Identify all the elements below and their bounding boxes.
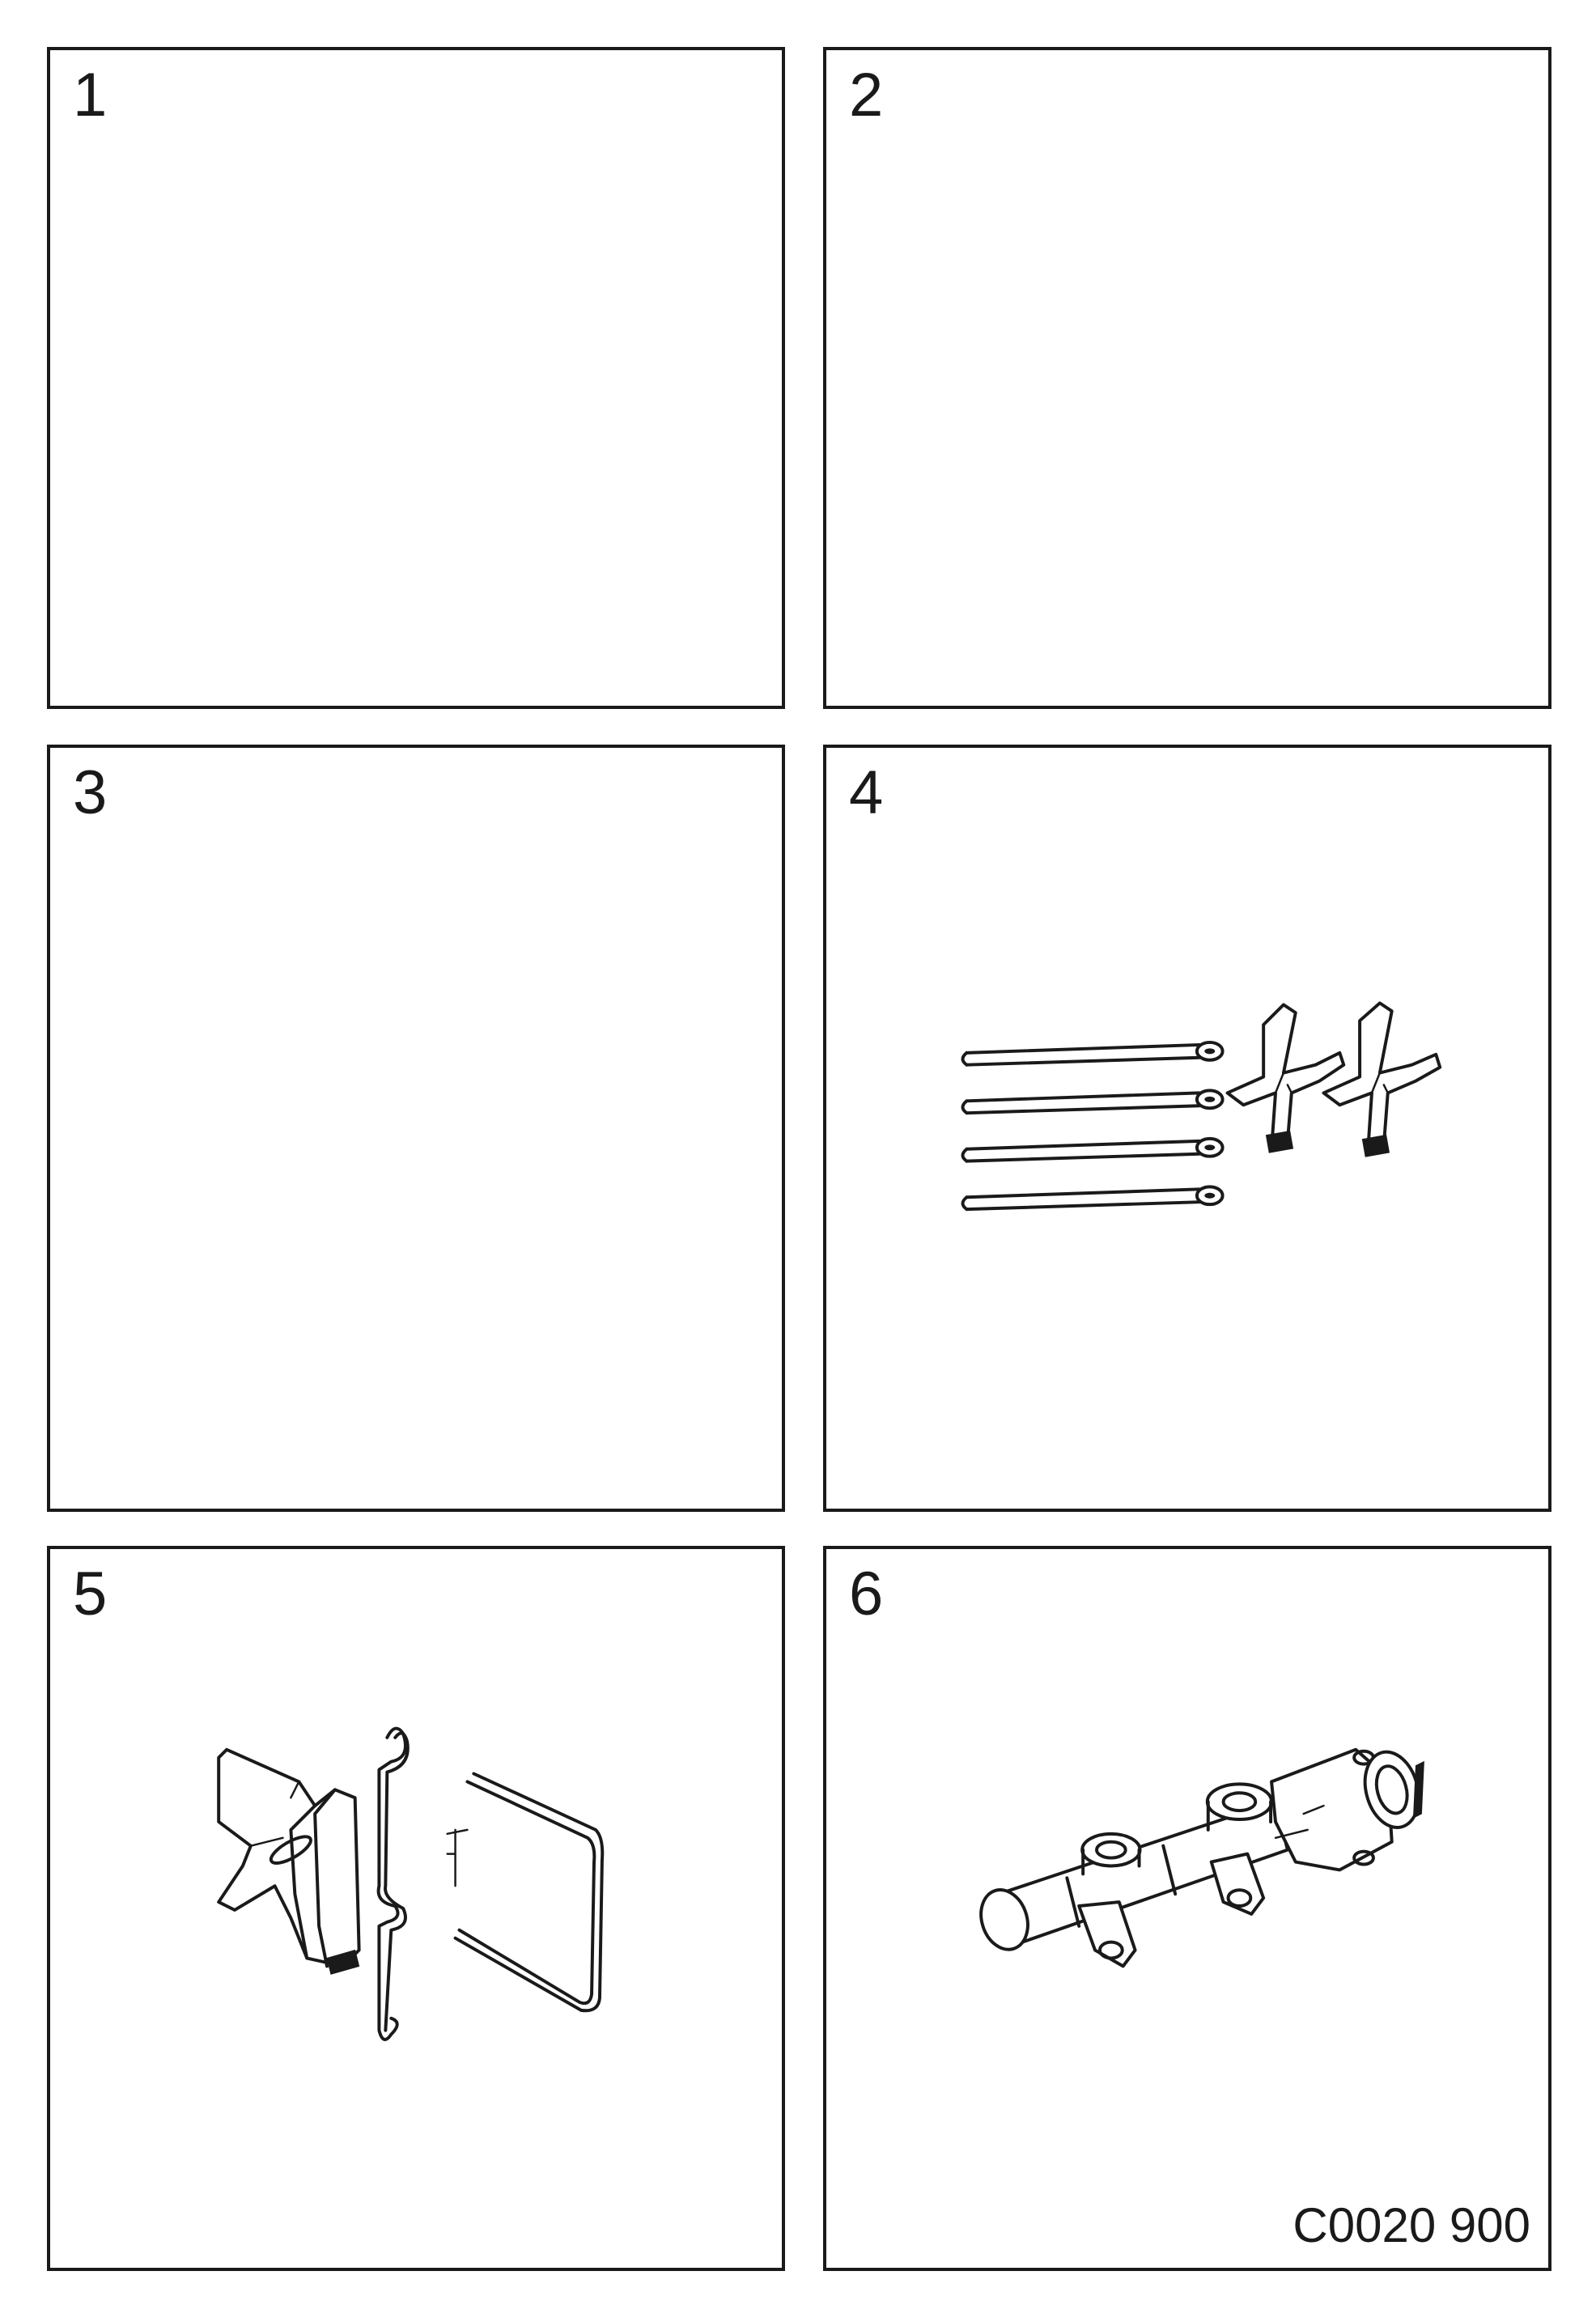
panel-1: 1 — [47, 47, 785, 709]
pin-4 — [961, 1185, 1225, 1212]
panel-4: 4 — [823, 745, 1551, 1512]
panel-1-number: 1 — [73, 61, 108, 129]
brake-pad-illustration — [217, 1726, 605, 2041]
panel-6-number: 6 — [849, 1560, 884, 1628]
wire-spring — [376, 1726, 410, 2041]
master-cylinder-illustration — [979, 1747, 1424, 1968]
master-cylinder — [979, 1747, 1424, 1968]
pin-3 — [961, 1136, 1225, 1163]
panel-2-number: 2 — [849, 61, 884, 129]
panel-3-number: 3 — [73, 758, 108, 827]
panel-5: 5 — [47, 1546, 785, 2271]
panel-4-number: 4 — [849, 758, 884, 827]
panel-3: 3 — [47, 745, 785, 1512]
spring-clip-2 — [1322, 1001, 1442, 1157]
spring-clip-1 — [1225, 1003, 1346, 1153]
brake-pad — [217, 1747, 361, 1975]
panel-5-number: 5 — [73, 1560, 108, 1628]
pins-and-clips-illustration — [961, 1001, 1442, 1212]
wire-retainer — [446, 1772, 605, 2013]
pin-1 — [961, 1040, 1225, 1067]
reference-code: C0020 900 — [1293, 2198, 1530, 2252]
panel-6: 6 C0020 — [823, 1546, 1551, 2271]
panel-2: 2 — [823, 47, 1551, 709]
pin-2 — [961, 1089, 1225, 1115]
